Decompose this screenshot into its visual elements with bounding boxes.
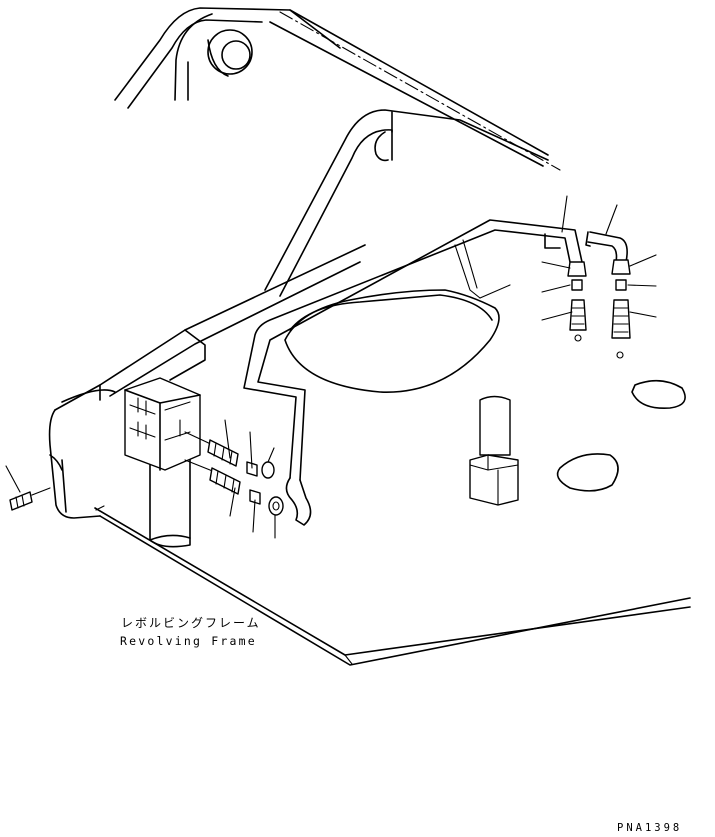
revolving-frame-body [48, 244, 691, 666]
manifold-block [124, 377, 201, 471]
drawing-code: PNA1398 [617, 822, 683, 834]
upper-bracket [114, 7, 561, 171]
post [469, 395, 519, 506]
pivot-bracket [264, 109, 549, 297]
leader-lines [5, 195, 657, 539]
frame-label-japanese: レボルビングフレーム [121, 616, 261, 630]
left-fittings [9, 431, 284, 516]
cylinder [149, 439, 191, 548]
right-fittings [567, 259, 631, 359]
frame-label-english: Revolving Frame [120, 634, 257, 648]
floor-openings [284, 239, 686, 492]
